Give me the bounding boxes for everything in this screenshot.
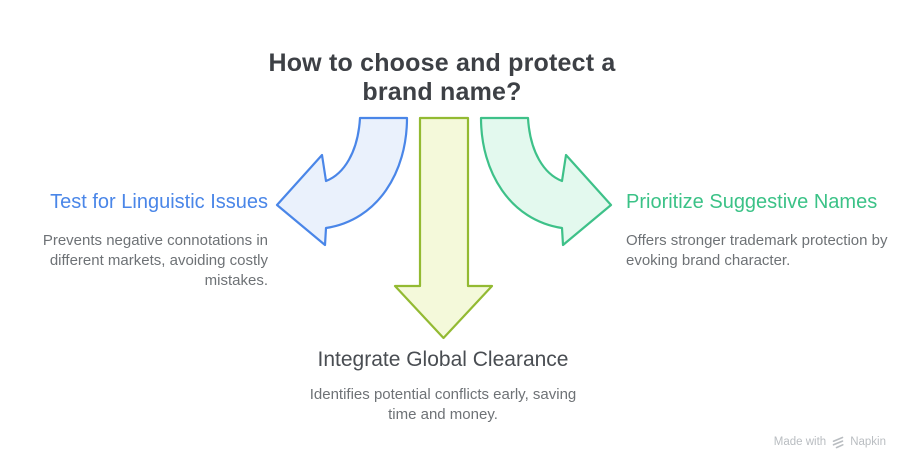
branch-heading-global-clearance: Integrate Global Clearance bbox=[317, 348, 569, 371]
branch-global-clearance: Integrate Global Clearance Identifies po… bbox=[308, 347, 578, 425]
curved-arrow-left bbox=[275, 116, 409, 247]
branch-description-suggestive-names: Offers stronger trademark protection by … bbox=[626, 232, 888, 269]
napkin-logo-icon bbox=[832, 436, 844, 449]
branch-heading-linguistic-issues: Test for Linguistic Issues bbox=[50, 191, 268, 213]
branch-heading-suggestive-names: Prioritize Suggestive Names bbox=[626, 191, 878, 213]
diagram-title: How to choose and protect a brand name? bbox=[268, 49, 616, 106]
branch-linguistic-issues: Test for Linguistic Issues Prevents nega… bbox=[20, 190, 268, 291]
watermark-prefix: Made with bbox=[773, 436, 827, 448]
branch-description-global-clearance: Identifies potential conflicts early, sa… bbox=[309, 386, 577, 423]
curved-arrow-right bbox=[479, 116, 613, 247]
watermark-brand: Napkin bbox=[850, 436, 886, 448]
watermark: Made with Napkin bbox=[774, 435, 886, 449]
branch-suggestive-names: Prioritize Suggestive Names Offers stron… bbox=[626, 190, 888, 271]
branch-description-linguistic-issues: Prevents negative connotations in differ… bbox=[42, 232, 268, 289]
down-arrow bbox=[393, 116, 494, 340]
